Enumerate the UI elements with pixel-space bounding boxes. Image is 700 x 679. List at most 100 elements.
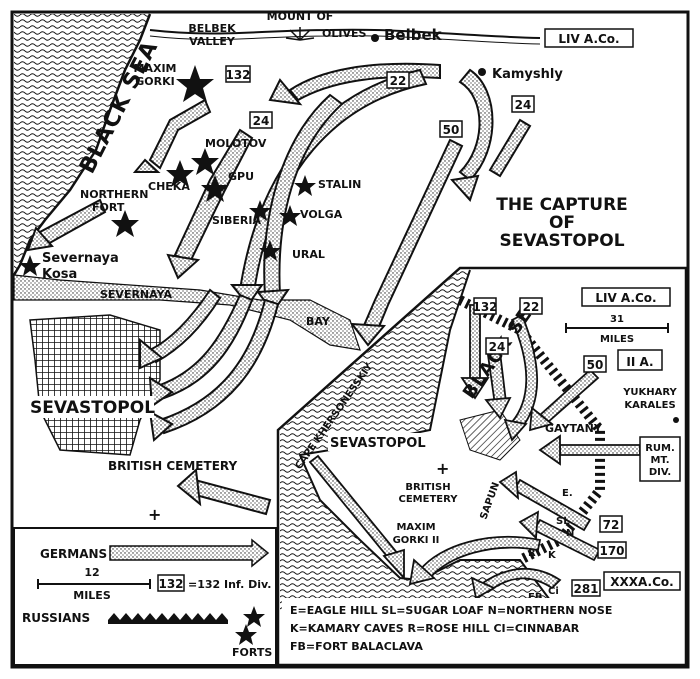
inset-cemetery-cross: + bbox=[436, 459, 449, 478]
volga-label: VOLGA bbox=[300, 208, 343, 221]
kamyshly-label: Kamyshly bbox=[492, 67, 563, 82]
kamyshly-dot bbox=[478, 68, 486, 76]
legend-german-arrow bbox=[109, 538, 270, 568]
fort-star-ural bbox=[259, 240, 281, 261]
inset-div-281-label: 281 bbox=[573, 582, 598, 596]
letter-ci: Ci bbox=[548, 586, 559, 597]
belbek-label: Belbek bbox=[384, 26, 443, 44]
severnaya-kosa-label-2: Kosa bbox=[42, 267, 77, 282]
fort-star-northern-fort bbox=[111, 210, 139, 237]
severnaya-kosa-label-1: Severnaya bbox=[42, 251, 119, 266]
inset-key-line-2: K=KAMARY CAVES R=ROSE HILL CI=CINNABAR bbox=[290, 622, 580, 635]
british-cemetery-cross: + bbox=[148, 505, 161, 524]
rum-div-label-3: DIV. bbox=[649, 467, 671, 478]
inset-div-50-box bbox=[583, 355, 607, 373]
legend-russians-label: RUSSIANS bbox=[22, 611, 90, 625]
inset-div-281-box bbox=[571, 579, 601, 597]
div-24b-label: 24 bbox=[515, 98, 532, 112]
inset-11a-box bbox=[617, 349, 663, 371]
rum-div-label-1: RUM. bbox=[645, 443, 675, 454]
letter-sl: SL bbox=[556, 516, 570, 527]
bay-label: BAY bbox=[306, 315, 331, 328]
inset-div-170-box bbox=[597, 541, 627, 559]
yukhary-label-1: YUKHARY bbox=[622, 387, 677, 398]
molotov-label: MOLOTOV bbox=[205, 137, 267, 150]
belbek-dot bbox=[371, 34, 379, 42]
div-50-box bbox=[439, 120, 463, 138]
rum-div-box bbox=[639, 436, 681, 482]
legend-germans-label: GERMANS bbox=[40, 547, 107, 561]
siberia-label: SIBERIA bbox=[212, 214, 261, 227]
div-22-box bbox=[386, 71, 410, 89]
inset-scale-value: 31 bbox=[610, 314, 624, 325]
maxim-gorki-label-1: MAXIM bbox=[134, 62, 177, 75]
div-22-label: 22 bbox=[390, 74, 407, 88]
letter-e: E. bbox=[562, 488, 573, 499]
belbek-river-bank bbox=[149, 35, 541, 45]
black-sea-main bbox=[14, 14, 150, 275]
div-132-box bbox=[225, 65, 251, 83]
inset-liv-label: LIV A.Co. bbox=[595, 291, 656, 305]
inset-key-line-3: FB=FORT BALACLAVA bbox=[290, 640, 423, 653]
maxim-gorki-label-2: GORKI bbox=[135, 75, 174, 88]
inset-div-72-label: 72 bbox=[603, 518, 620, 532]
rum-div-label-2: MT. bbox=[650, 455, 669, 466]
fort-star-severnaya-kosa bbox=[19, 255, 41, 276]
yukhary-label-2: KARALES bbox=[624, 400, 675, 411]
mount-of-olives-label-2: OLIVES bbox=[322, 27, 366, 40]
severnaya-bay bbox=[13, 274, 361, 351]
mount-of-olives-sunburst bbox=[285, 27, 315, 41]
inset-key-bg bbox=[282, 598, 682, 660]
div-132-label: 132 bbox=[225, 68, 250, 82]
yukhary-dot bbox=[673, 417, 679, 423]
fort-star-siberia bbox=[249, 200, 271, 221]
inset-sevastopol-bg bbox=[328, 433, 446, 451]
sevastopol-label-bg bbox=[26, 396, 154, 418]
fort-star-stalin bbox=[294, 175, 316, 196]
inset-div-132-label: 132 bbox=[472, 300, 497, 314]
title-line-1: THE CAPTURE bbox=[496, 195, 628, 215]
inset-british-cemetery-label-2: CEMETERY bbox=[399, 494, 459, 505]
legend-scale-unit: MILES bbox=[73, 589, 111, 602]
sevastopol-city bbox=[29, 314, 161, 456]
inset-sevastopol-label: SEVASTOPOL bbox=[330, 436, 426, 451]
inset-div-24-label: 24 bbox=[489, 340, 506, 354]
div-24b-box bbox=[511, 95, 535, 113]
letter-n: N bbox=[566, 528, 574, 539]
legend-fort-star-2 bbox=[235, 624, 257, 645]
inset-div-22-label: 22 bbox=[523, 300, 540, 314]
legend-div-box-label: 132 bbox=[158, 577, 183, 591]
legend-forts-label: FORTS bbox=[232, 646, 272, 659]
belbek-valley-label-1: BELBEK bbox=[188, 22, 236, 35]
northern-fort-label-2: FORT bbox=[92, 201, 125, 214]
fort-star-volga bbox=[279, 205, 301, 226]
fort-star-molotov bbox=[191, 148, 219, 175]
inset-div-72-box bbox=[599, 515, 623, 533]
arrow-sev-3 bbox=[158, 298, 280, 435]
inset-liv-box bbox=[581, 287, 671, 307]
inset-coastline bbox=[298, 269, 551, 601]
inset-div-132-box bbox=[473, 297, 497, 315]
british-cemetery-label: BRITISH CEMETERY bbox=[108, 459, 237, 473]
title-line-3: SEVASTOPOL bbox=[499, 231, 624, 251]
belbek-river bbox=[149, 28, 541, 39]
legend-russian-line bbox=[108, 613, 228, 624]
russian-forts-main bbox=[19, 65, 316, 276]
sevastopol-label: SEVASTOPOL bbox=[30, 398, 155, 418]
inset-map: BLACK SEA CAPE KHERSONESSKIY LIV A.Co. 3… bbox=[276, 266, 688, 667]
div-24a-box bbox=[249, 111, 273, 129]
legend-div-box bbox=[157, 574, 185, 592]
div-24a-label: 24 bbox=[253, 114, 270, 128]
northern-fort-label-1: NORTHERN bbox=[80, 188, 148, 201]
fort-star-cheka bbox=[166, 160, 194, 187]
letter-fb: FB bbox=[528, 592, 542, 603]
stalin-label: STALIN bbox=[318, 178, 361, 191]
arrow-sev-1 bbox=[148, 288, 222, 364]
inset-div-22-box bbox=[519, 297, 543, 315]
letter-r: R bbox=[528, 548, 536, 559]
mount-of-olives-label-1: MOUNT OF bbox=[267, 10, 334, 23]
inset-maxim-gorki-label-2: GORKI II bbox=[393, 535, 440, 546]
legend-div-text: =132 Inf. Div. bbox=[188, 578, 271, 591]
